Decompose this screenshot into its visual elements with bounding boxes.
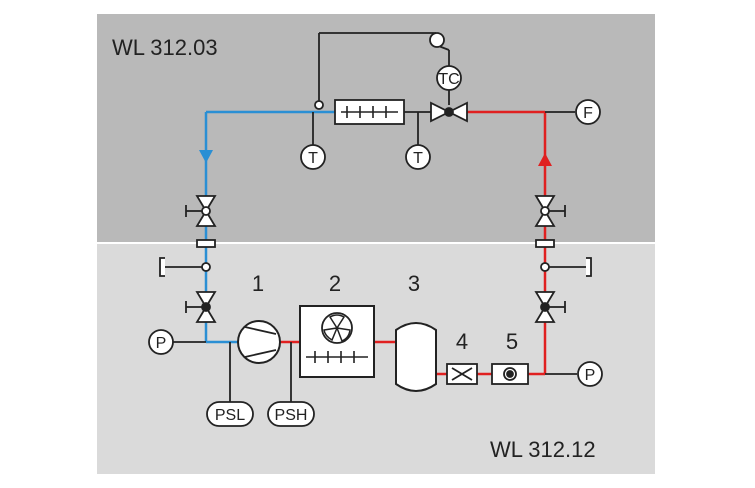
f-label: F: [583, 105, 593, 122]
t-instrument-2: T: [405, 144, 431, 170]
sensing-bulb-icon: [429, 32, 445, 48]
psh-label: PSH: [275, 407, 308, 424]
service-port-left: [159, 257, 211, 277]
shutoff-valve-left-lower: [185, 291, 217, 323]
component-number-1: 1: [252, 271, 264, 296]
service-port-right: [540, 257, 592, 277]
tc-instrument: TC: [436, 65, 462, 91]
p-right-label: P: [585, 367, 596, 384]
tc-label: TC: [438, 71, 459, 88]
psl-instrument: PSL: [206, 401, 254, 427]
lower-panel-title: WL 312.12: [490, 437, 596, 462]
t-instrument-1: T: [300, 144, 326, 170]
f-instrument: F: [575, 99, 601, 125]
instrument-lines: [165, 32, 586, 402]
p-instrument-left: P: [148, 329, 174, 355]
compressor-icon: [237, 320, 281, 364]
coupling-left: [196, 239, 216, 248]
coupling-right: [535, 239, 555, 248]
flow-arrow-down: [199, 150, 213, 163]
p-left-label: P: [156, 335, 167, 352]
condenser-fan-icon: [299, 305, 375, 378]
psh-instrument: PSH: [267, 401, 315, 427]
expansion-valve-icon: [430, 101, 468, 123]
filter-dryer-icon: [446, 363, 478, 385]
lower-panel: [97, 244, 655, 474]
component-number-4: 4: [456, 329, 468, 354]
shutoff-valve-right-lower: [534, 291, 566, 323]
sight-glass-icon: [491, 363, 529, 385]
evaporator-icon: [334, 99, 405, 125]
component-number-5: 5: [506, 329, 518, 354]
shutoff-valve-right-upper: [534, 195, 566, 227]
t2-label: T: [413, 150, 423, 167]
component-number-2: 2: [329, 271, 341, 296]
flow-arrow-up: [538, 153, 552, 166]
t1-label: T: [308, 150, 318, 167]
receiver-tank-icon: [395, 322, 437, 392]
p-instrument-right: P: [577, 361, 603, 387]
upper-panel: [97, 14, 655, 242]
component-number-3: 3: [408, 271, 420, 296]
psl-label: PSL: [215, 407, 245, 424]
shutoff-valve-left-upper: [185, 195, 217, 227]
sensing-point-icon: [314, 100, 324, 110]
upper-panel-title: WL 312.03: [112, 35, 218, 60]
